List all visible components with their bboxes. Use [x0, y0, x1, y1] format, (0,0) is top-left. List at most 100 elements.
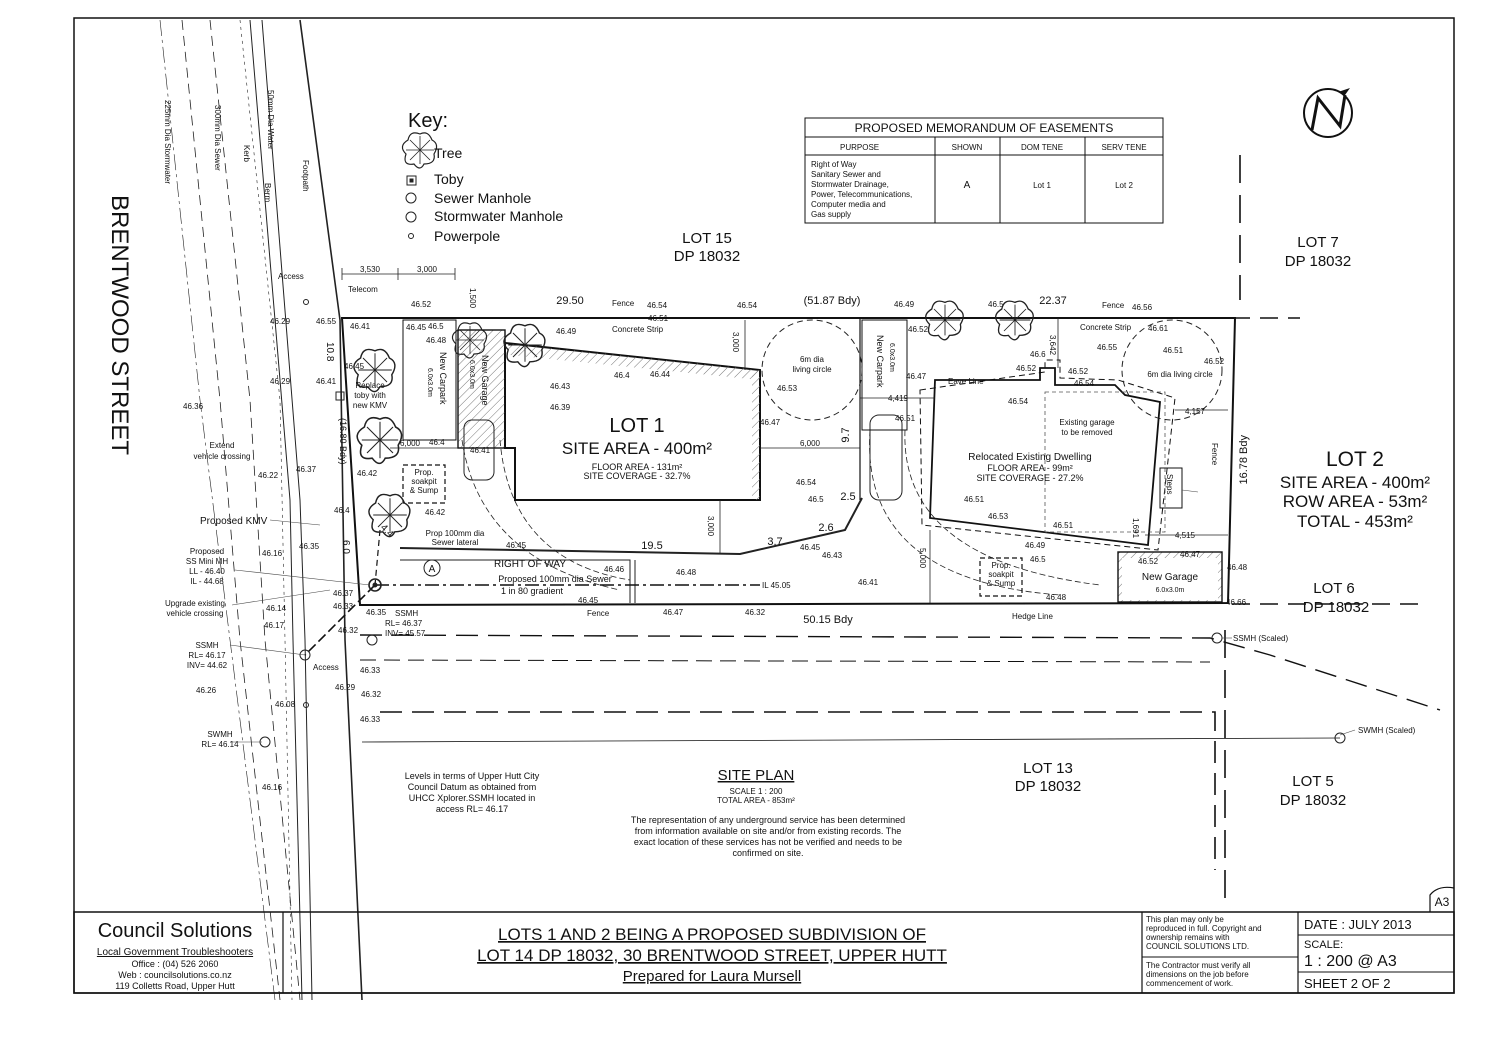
easements-header: PURPOSE — [840, 143, 879, 152]
svg-text:46.22: 46.22 — [258, 471, 279, 480]
lot15-label: LOT 15 — [682, 230, 732, 247]
soakpit-label: soakpit — [411, 477, 437, 486]
svg-text:46.4: 46.4 — [429, 438, 445, 447]
sewer-main-label: Proposed 100mm dia Sewer — [498, 574, 612, 584]
mini-mh-label: Proposed — [190, 547, 224, 556]
svg-text:46.33: 46.33 — [360, 666, 381, 675]
svg-text:46.51: 46.51 — [648, 314, 669, 323]
company-address: 119 Colletts Road, Upper Hutt — [115, 981, 235, 991]
datum-note: UHCC Xplorer.SSMH located in — [409, 793, 536, 803]
company-office: Office : (04) 526 2060 — [132, 959, 219, 969]
svg-text:46.48: 46.48 — [676, 568, 697, 577]
fence-label-3: Fence — [587, 609, 610, 618]
key-item: Sewer Manhole — [434, 190, 531, 206]
dim-label: 2.6 — [818, 522, 833, 534]
hedge-line-label: Hedge Line — [1012, 612, 1053, 621]
service-label: 225mm Dia Stormwater — [163, 100, 172, 184]
concrete-strip-label-2: Concrete Strip — [1080, 323, 1132, 332]
svg-text:46.45: 46.45 — [406, 323, 427, 332]
dim-label: 2.5 — [840, 491, 855, 503]
lot1-building-hatch — [505, 343, 760, 380]
svg-text:46.55: 46.55 — [316, 317, 337, 326]
easements-title: PROPOSED MEMORANDUM OF EASEMENTS — [855, 121, 1114, 135]
lot1-building-hatch-right — [752, 370, 760, 500]
ssmh-left-label: SSMH — [195, 641, 218, 650]
dim-label: 16.78 Bdy — [1238, 435, 1250, 485]
title-block — [73, 886, 1455, 994]
easement-marker: A — [429, 564, 436, 575]
existing-garage-label: Existing garage — [1059, 418, 1115, 427]
key-item: Tree — [434, 145, 462, 161]
sewer-lateral-label-b: Sewer lateral — [432, 538, 479, 547]
easements-dom: Lot 1 — [1033, 181, 1051, 190]
right-of-way-label: RIGHT OF WAY — [494, 559, 566, 570]
garage-label-2: New Garage — [1142, 572, 1199, 583]
lot6-label: LOT 6 — [1313, 580, 1354, 597]
svg-text:46.49: 46.49 — [556, 327, 577, 336]
mini-mh-label: IL - 44.68 — [190, 577, 224, 586]
lot2-row-area: ROW AREA - 53m² — [1283, 492, 1428, 511]
svg-text:46.33: 46.33 — [360, 715, 381, 724]
dimension-lines — [341, 268, 1228, 603]
svg-text:46.45: 46.45 — [344, 362, 365, 371]
svg-text:46.52: 46.52 — [1068, 367, 1089, 376]
svg-text:46.42: 46.42 — [357, 469, 378, 478]
dim-label: 6.0 — [340, 540, 351, 554]
soakpit-label-2: soakpit — [988, 570, 1014, 579]
service-label: Kerb — [242, 145, 251, 162]
ssmh-left-label: RL= 46.17 — [188, 651, 226, 660]
easements-header: SHOWN — [952, 143, 983, 152]
svg-text:46.53: 46.53 — [988, 512, 1009, 521]
fence-label-4: Fence — [1210, 443, 1219, 466]
sewer-lateral-label: Prop 100mm dia — [426, 529, 485, 538]
svg-text:46.61: 46.61 — [1148, 324, 1169, 333]
svg-text:46.39: 46.39 — [550, 403, 571, 412]
proposed-kmv-label: Proposed KMV — [200, 516, 268, 527]
soakpit-label-2: & Sump — [987, 579, 1016, 588]
key-symbols — [405, 175, 417, 239]
easements-purpose: Gas supply — [811, 210, 851, 219]
carpark-size: 6.0x3.0m — [426, 368, 433, 397]
company-name: Council Solutions — [98, 920, 253, 942]
site-plan-title: SITE PLAN — [718, 767, 795, 784]
lot5-dp: DP 18032 — [1280, 792, 1346, 809]
lot1-title: LOT 1 — [609, 415, 664, 437]
lot2-total: TOTAL - 453m² — [1297, 512, 1413, 531]
garage-label: New Garage — [480, 355, 490, 406]
dim-label: 3,530 — [360, 265, 381, 274]
lot1-site-area: SITE AREA - 400m² — [562, 439, 713, 458]
soakpit-label: Prop. — [414, 468, 433, 477]
lot1-new-carpark — [402, 319, 457, 441]
sheet-label: SHEET 2 OF 2 — [1304, 976, 1390, 991]
svg-text:46.54: 46.54 — [796, 478, 817, 487]
svg-text:46.53: 46.53 — [777, 384, 798, 393]
dwelling-title: Relocated Existing Dwelling — [968, 452, 1091, 463]
sewer-connection-line — [304, 584, 376, 656]
svg-text:46.43: 46.43 — [550, 382, 571, 391]
services-note: from information available on site and/o… — [635, 826, 901, 836]
svg-text:46.45: 46.45 — [506, 541, 527, 550]
svg-text:46.56: 46.56 — [1132, 303, 1153, 312]
dim-label: 22.37 — [1039, 295, 1067, 307]
lot1-floor-area: FLOOR AREA - 131m² — [592, 462, 683, 472]
company-tagline: Local Government Troubleshooters — [97, 947, 253, 958]
svg-text:46.37: 46.37 — [296, 465, 317, 474]
svg-text:46.41: 46.41 — [316, 377, 337, 386]
copyright-note: ownership remains with — [1146, 933, 1230, 942]
svg-text:46.41: 46.41 — [350, 322, 371, 331]
upgrade-label: Upgrade existing — [165, 599, 225, 608]
lot1-coverage: SITE COVERAGE - 32.7% — [583, 471, 690, 481]
easements-shown: A — [964, 180, 971, 191]
extend-label-b: vehicle crossing — [194, 452, 251, 461]
replace-label: Replace — [355, 381, 385, 390]
lot13-label: LOT 13 — [1023, 760, 1073, 777]
replace-label: new KMV — [353, 401, 388, 410]
easements-purpose: Computer media and — [811, 200, 886, 209]
lot2-title: LOT 2 — [1326, 448, 1384, 471]
svg-text:46.35: 46.35 — [299, 542, 320, 551]
eave-line — [919, 359, 1176, 551]
plan-title-1: LOTS 1 AND 2 BEING A PROPOSED SUBDIVISIO… — [498, 925, 926, 944]
svg-text:46.37: 46.37 — [333, 589, 354, 598]
ssmh-mid-label: INV= 45.57 — [385, 629, 426, 638]
contractor-note: dimensions on the job before — [1146, 970, 1249, 979]
